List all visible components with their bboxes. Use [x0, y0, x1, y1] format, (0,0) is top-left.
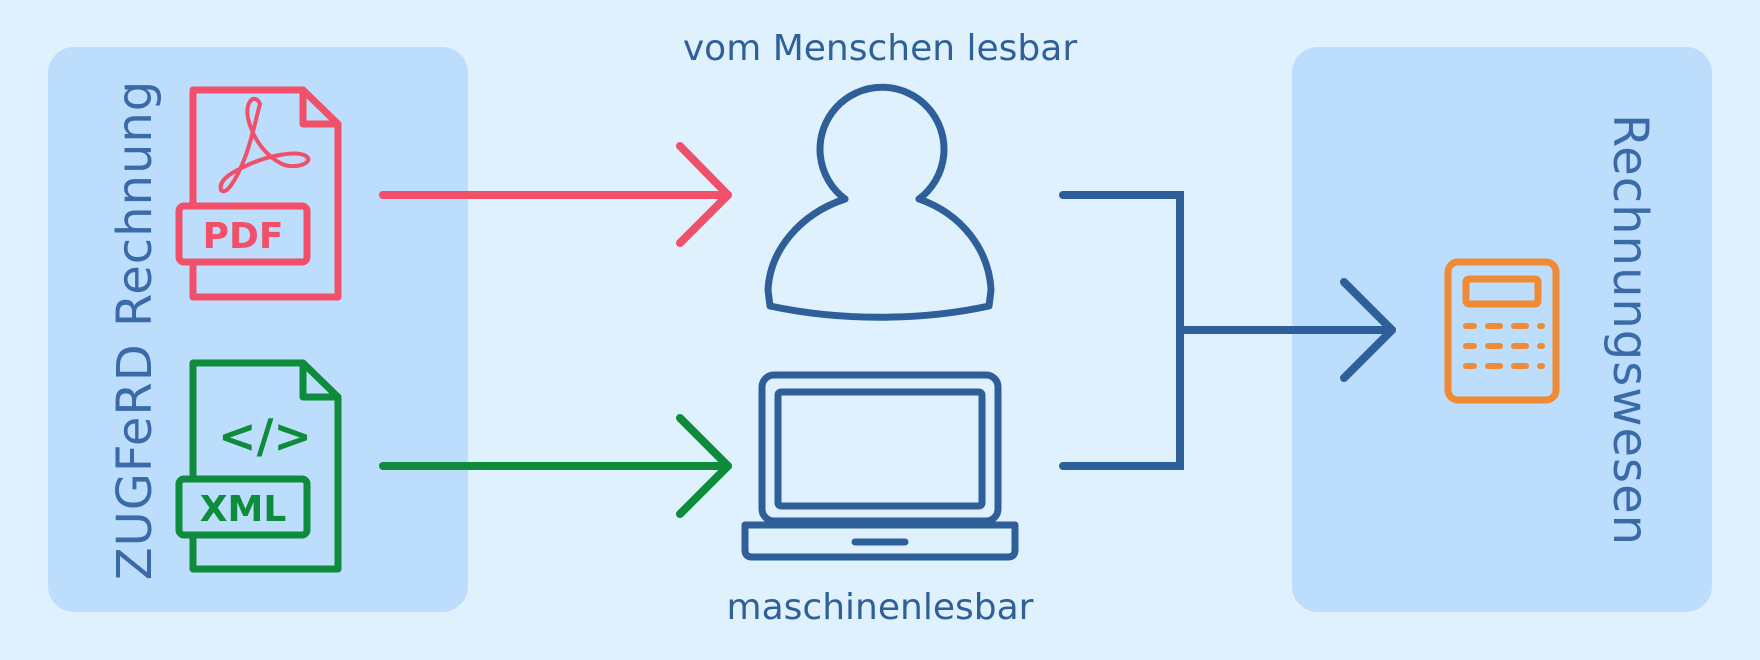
zugferd-invoice-title: ZUGFeRD Rechnung: [107, 79, 163, 581]
machine-readable-caption: maschinenlesbar: [726, 587, 1034, 628]
pdf-badge-label: PDF: [203, 216, 284, 257]
pdf-file-icon: PDF: [175, 86, 342, 301]
accounting-title: Rechnungswesen: [1602, 113, 1658, 547]
xml-badge-label: XML: [200, 489, 287, 530]
person-icon: [764, 83, 995, 321]
calculator-icon: [1444, 258, 1560, 404]
xml-to-machine-arrow: [379, 414, 732, 518]
pdf-to-human-arrow: [379, 142, 732, 247]
human-readable-caption: vom Menschen lesbar: [682, 28, 1078, 69]
xml-code-label: </>: [218, 409, 312, 463]
laptop-icon: [741, 371, 1019, 561]
merge-arrow: [1059, 191, 1396, 470]
xml-file-icon: </> XML: [175, 359, 342, 573]
